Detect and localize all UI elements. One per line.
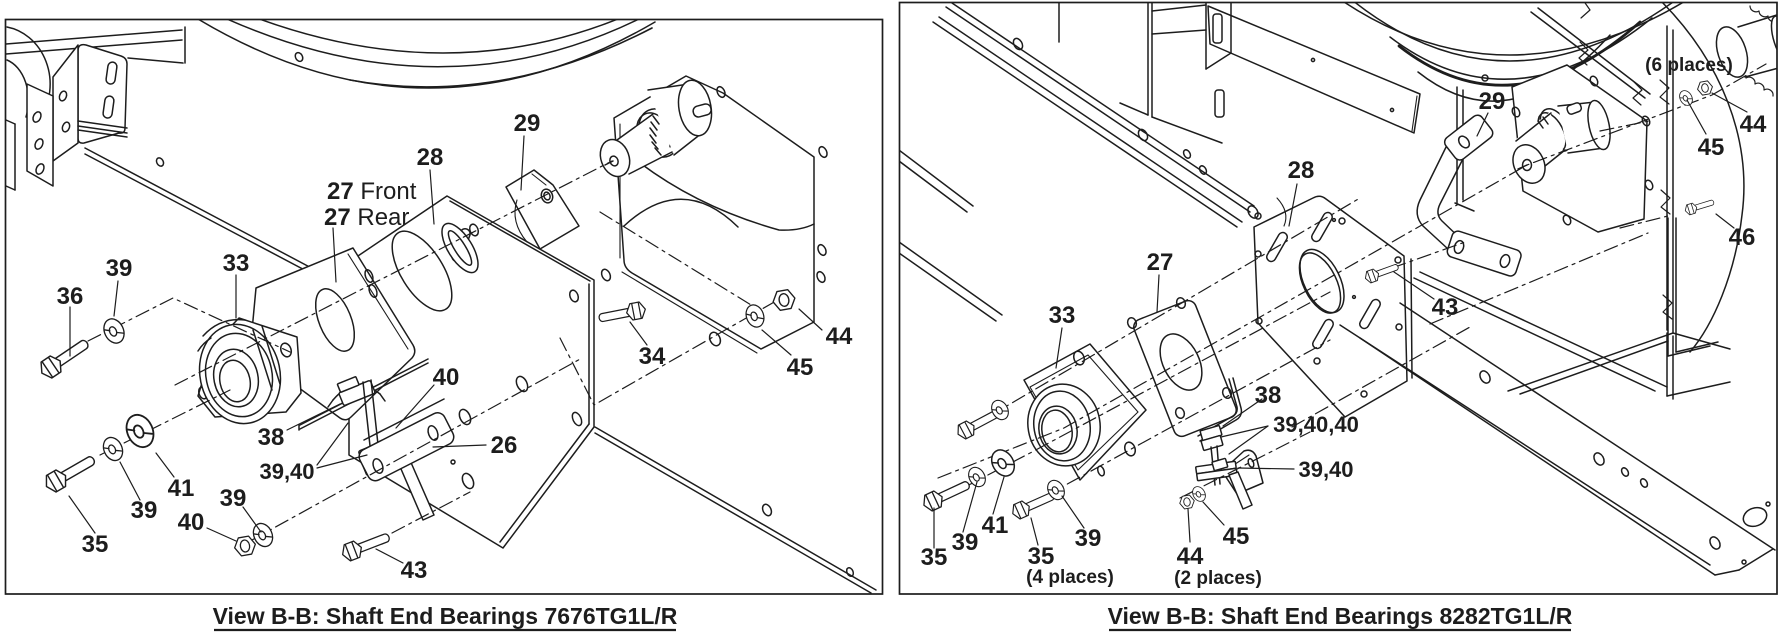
- svg-text:View B-B: Shaft End Bearings 7: View B-B: Shaft End Bearings 7676TG1L/R: [213, 603, 678, 629]
- svg-text:44: 44: [1740, 111, 1767, 138]
- svg-text:(2 places): (2 places): [1174, 568, 1262, 589]
- svg-text:27 Front: 27 Front: [327, 178, 417, 205]
- svg-text:36: 36: [57, 283, 84, 310]
- svg-text:45: 45: [1698, 134, 1725, 161]
- svg-text:41: 41: [982, 512, 1009, 539]
- svg-text:39: 39: [952, 529, 979, 556]
- svg-text:44: 44: [826, 323, 853, 350]
- svg-text:39: 39: [220, 485, 247, 512]
- svg-text:33: 33: [223, 250, 250, 277]
- svg-text:View B-B: Shaft End Bearings 8: View B-B: Shaft End Bearings 8282TG1L/R: [1108, 603, 1573, 629]
- svg-text:28: 28: [417, 144, 444, 171]
- svg-text:(6 places): (6 places): [1645, 55, 1733, 76]
- svg-text:33: 33: [1049, 302, 1076, 329]
- svg-text:38: 38: [258, 424, 285, 451]
- svg-text:43: 43: [401, 557, 428, 584]
- svg-text:26: 26: [491, 432, 518, 459]
- svg-text:(4 places): (4 places): [1026, 567, 1114, 588]
- svg-text:45: 45: [1223, 523, 1250, 550]
- svg-text:39: 39: [131, 497, 158, 524]
- svg-text:39,40,40: 39,40,40: [1273, 412, 1359, 437]
- svg-text:35: 35: [82, 531, 109, 558]
- svg-text:45: 45: [787, 354, 814, 381]
- svg-text:27: 27: [1147, 249, 1174, 276]
- svg-text:35: 35: [1028, 543, 1055, 570]
- svg-text:44: 44: [1177, 543, 1204, 570]
- svg-text:29: 29: [514, 110, 541, 137]
- svg-text:40: 40: [178, 509, 205, 536]
- svg-text:29: 29: [1479, 88, 1506, 115]
- svg-text:38: 38: [1255, 382, 1282, 409]
- svg-text:39: 39: [106, 255, 133, 282]
- svg-text:35: 35: [921, 544, 948, 571]
- svg-text:46: 46: [1729, 224, 1756, 251]
- svg-text:39,40: 39,40: [259, 459, 314, 484]
- svg-text:39: 39: [1075, 525, 1102, 552]
- svg-text:28: 28: [1288, 157, 1315, 184]
- svg-text:34: 34: [639, 343, 666, 370]
- svg-text:41: 41: [168, 475, 195, 502]
- svg-text:43: 43: [1432, 294, 1459, 321]
- svg-text:27 Rear: 27 Rear: [324, 204, 409, 231]
- svg-text:39,40: 39,40: [1298, 457, 1353, 482]
- svg-text:40: 40: [433, 364, 460, 391]
